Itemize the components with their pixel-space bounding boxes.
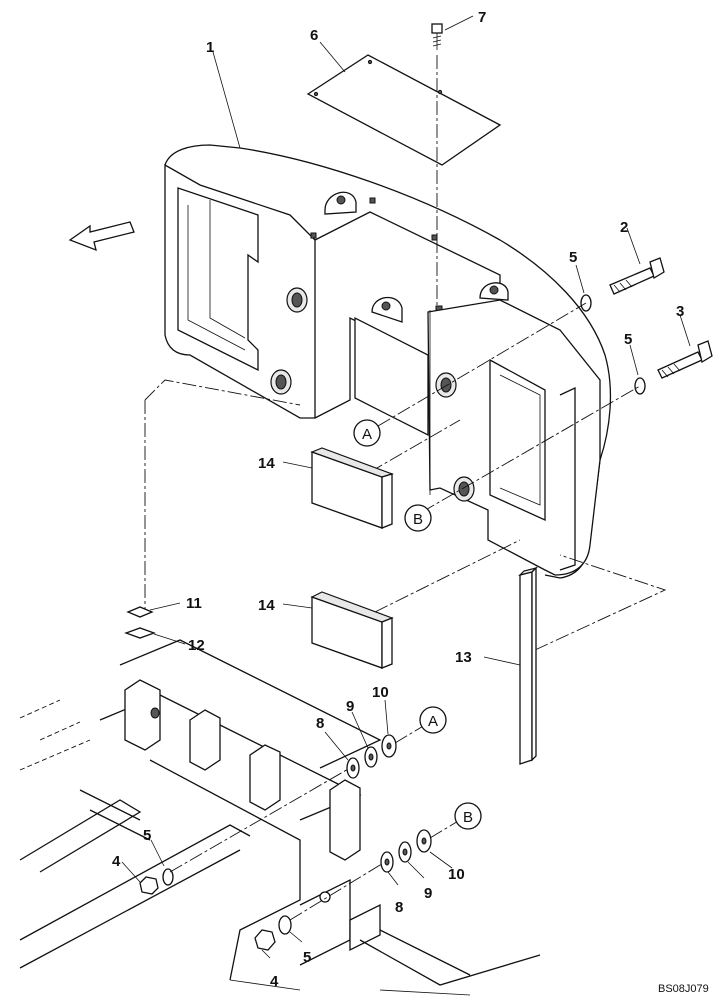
leader-lines	[121, 15, 691, 959]
bolt-part-7	[431, 23, 443, 50]
label-8-B: 8	[395, 899, 403, 916]
front-direction-arrow	[68, 221, 135, 252]
label-3: 3	[676, 303, 684, 320]
label-14-upper: 14	[258, 455, 275, 472]
callout-A-counterweight: A	[353, 419, 381, 447]
label-10-B: 10	[448, 866, 465, 883]
label-1: 1	[206, 39, 214, 56]
pad-part-14-lower	[310, 591, 394, 669]
callout-B-text: B	[413, 511, 423, 528]
label-11: 11	[186, 595, 202, 612]
label-9-A: 9	[346, 698, 354, 715]
label-5-frame-lower: 5	[303, 949, 311, 966]
label-5-right: 5	[624, 331, 632, 348]
part-labels: 1 2 3 4 4 5 5 5 5 6 7 8 8 9 9 10 10 11 1…	[112, 9, 684, 990]
nut-part-4-upper	[139, 868, 174, 895]
label-12: 12	[188, 637, 205, 654]
callout-B-frame-text: B	[463, 809, 473, 826]
cover-plate	[306, 54, 502, 166]
bar-part-13	[518, 566, 538, 765]
label-7: 7	[478, 9, 486, 26]
counterweight	[164, 144, 612, 579]
label-4-upper: 4	[112, 853, 121, 870]
label-4-lower: 4	[270, 973, 279, 990]
shim-part-12	[124, 627, 156, 639]
bolt-part-3	[657, 340, 713, 379]
drawing-id: BS08J079	[658, 983, 709, 995]
label-10-A: 10	[372, 684, 389, 701]
washers-B-stack	[380, 829, 432, 873]
callout-A-frame: A	[419, 706, 447, 734]
label-13: 13	[455, 649, 472, 666]
label-5-upper: 5	[569, 249, 577, 266]
label-9-B: 9	[424, 885, 432, 902]
callout-A-frame-text: A	[428, 713, 438, 730]
washer-5-right	[634, 377, 646, 395]
pad-part-14-upper	[310, 447, 394, 529]
washers-A-stack	[346, 734, 397, 779]
label-6: 6	[310, 27, 318, 44]
label-14-lower: 14	[258, 597, 275, 614]
callout-B-frame: B	[454, 802, 482, 830]
bolt-part-2	[609, 257, 665, 295]
shim-part-11	[126, 606, 154, 618]
callout-B-counterweight: B	[404, 504, 432, 532]
machine-frame	[19, 639, 541, 996]
nut-part-4-lower	[254, 915, 292, 951]
label-2: 2	[620, 219, 628, 236]
label-5-frame-left: 5	[143, 827, 151, 844]
label-8-A: 8	[316, 715, 324, 732]
callout-A-text: A	[362, 426, 372, 443]
